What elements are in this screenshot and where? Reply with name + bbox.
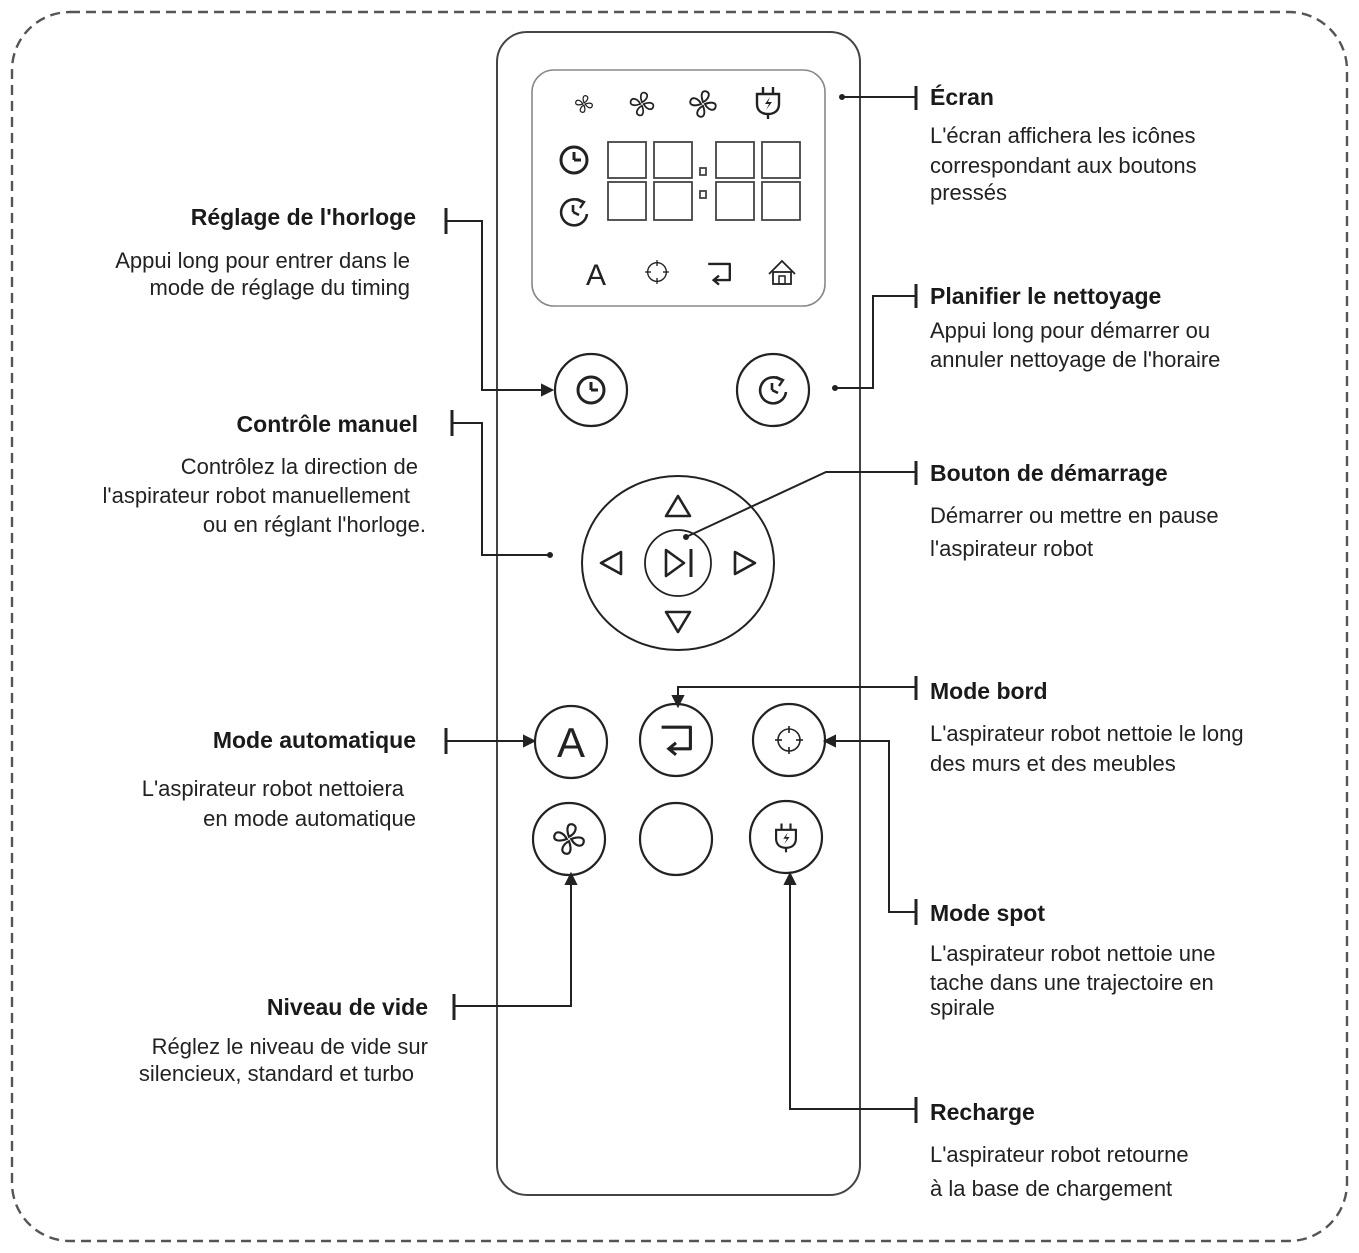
display-panel	[531, 69, 826, 307]
annotation-desc: Contrôlez la direction de l'aspirateur r…	[20, 452, 426, 539]
annotation-spot: Mode spot L'aspirateur robot nettoie une…	[930, 900, 1340, 1022]
desc-line: pressés	[930, 180, 1008, 205]
annotation-desc: Démarrer ou mettre en pause l'aspirateur…	[930, 499, 1340, 565]
annotation-demarrage: Bouton de démarrage Démarrer ou mettre e…	[930, 460, 1340, 565]
annotation-title: Bouton de démarrage	[930, 460, 1168, 486]
annotation-title: Mode spot	[930, 900, 1045, 926]
annotation-title: Recharge	[930, 1099, 1035, 1125]
desc-line: ou en réglant l'horloge.	[202, 512, 426, 537]
desc-line: mode de réglage du timing	[149, 275, 411, 300]
leader-demarrage	[683, 461, 918, 540]
annotation-title: Mode bord	[930, 678, 1048, 704]
desc-line: tache dans une trajectoire en	[930, 970, 1214, 995]
up-arrow-icon[interactable]	[664, 494, 692, 518]
annotation-automatique: Mode automatique L'aspirateur robot nett…	[20, 727, 416, 834]
leader-horloge	[444, 208, 555, 397]
recharge-button[interactable]	[748, 799, 824, 875]
play-pause-icon	[664, 548, 693, 578]
desc-line: Appui long pour démarrer ou	[930, 318, 1211, 343]
desc-line: L'aspirateur robot nettoie une	[930, 941, 1216, 966]
leader-spot	[822, 734, 918, 925]
desc-line: annuler nettoyage de l'horaire	[930, 347, 1221, 372]
annotation-ecran: Écran L'écran affichera les icônes corre…	[930, 84, 1340, 208]
desc-line: à la base de chargement	[930, 1176, 1173, 1201]
right-arrow-icon[interactable]	[733, 550, 757, 576]
fan-button[interactable]	[531, 801, 607, 877]
spot-button[interactable]	[751, 702, 827, 778]
annotation-planifier: Planifier le nettoyage Appui long pour d…	[930, 283, 1340, 374]
blank-button[interactable]	[638, 801, 714, 877]
outer-dashed-frame	[10, 10, 1349, 1243]
annotation-desc: L'aspirateur robot nettoiera en mode aut…	[20, 774, 416, 834]
desc-line: L'aspirateur robot retourne	[930, 1142, 1189, 1167]
annotation-bord: Mode bord L'aspirateur robot nettoie le …	[930, 678, 1350, 779]
annotation-title: Niveau de vide	[266, 994, 428, 1020]
annotation-desc: L'écran affichera les icônes corresponda…	[930, 121, 1340, 208]
display-auto-letter: A	[586, 259, 606, 292]
leader-vide	[452, 871, 578, 1020]
annotation-desc: Réglez le niveau de vide sur silencieux,…	[20, 1033, 428, 1087]
desc-line: Démarrer ou mettre en pause	[930, 503, 1219, 528]
annotation-horloge: Réglage de l'horloge Appui long pour ent…	[20, 204, 416, 301]
start-pause-button[interactable]	[644, 529, 712, 597]
desc-line: L'écran affichera les icônes	[930, 123, 1196, 148]
auto-button[interactable]: A	[533, 704, 609, 780]
annotation-desc: Appui long pour entrer dans le mode de r…	[20, 247, 416, 301]
desc-line: L'aspirateur robot nettoiera	[141, 776, 404, 801]
annotation-title: Écran	[930, 84, 994, 110]
digit-display	[607, 141, 801, 221]
annotation-vide: Niveau de vide Réglez le niveau de vide …	[20, 994, 428, 1087]
edge-button[interactable]	[638, 702, 714, 778]
annotation-desc: L'aspirateur robot nettoie une tache dan…	[930, 939, 1340, 1022]
leader-recharge	[783, 871, 918, 1123]
annotation-desc: L'aspirateur robot retourne à la base de…	[930, 1138, 1340, 1206]
desc-line: Réglez le niveau de vide sur	[151, 1034, 428, 1059]
desc-line: des murs et des meubles	[930, 751, 1176, 776]
desc-line: l'aspirateur robot manuellement	[102, 483, 410, 508]
leader-bord	[671, 676, 918, 709]
annotation-title: Mode automatique	[212, 727, 416, 753]
annotation-desc: L'aspirateur robot nettoie le long des m…	[930, 719, 1350, 779]
desc-line: en mode automatique	[203, 806, 416, 831]
desc-line: spirale	[930, 995, 995, 1020]
down-arrow-icon[interactable]	[664, 610, 692, 634]
auto-button-letter: A	[557, 719, 585, 766]
leader-automatique	[444, 728, 537, 754]
leader-manuel	[450, 410, 553, 558]
desc-line: L'aspirateur robot nettoie le long	[930, 721, 1244, 746]
annotation-title: Réglage de l'horloge	[190, 204, 416, 230]
home-base-icon	[768, 259, 796, 285]
desc-line: silencieux, standard et turbo	[138, 1061, 414, 1086]
annotation-manuel: Contrôle manuel Contrôlez la direction d…	[20, 411, 426, 539]
schedule-button[interactable]	[735, 352, 811, 428]
annotation-desc: Appui long pour démarrer ou annuler nett…	[930, 316, 1340, 374]
annotation-title: Contrôle manuel	[236, 411, 418, 437]
left-arrow-icon[interactable]	[599, 550, 623, 576]
desc-line: Contrôlez la direction de	[180, 454, 418, 479]
leader-planifier	[832, 284, 918, 391]
leader-ecran	[839, 86, 918, 110]
desc-line: correspondant aux boutons	[930, 153, 1197, 178]
desc-line: Appui long pour entrer dans le	[115, 248, 410, 273]
annotation-recharge: Recharge L'aspirateur robot retourne à l…	[930, 1099, 1340, 1206]
desc-line: l'aspirateur robot	[930, 536, 1094, 561]
clock-button[interactable]	[553, 352, 629, 428]
annotation-title: Planifier le nettoyage	[930, 283, 1162, 309]
